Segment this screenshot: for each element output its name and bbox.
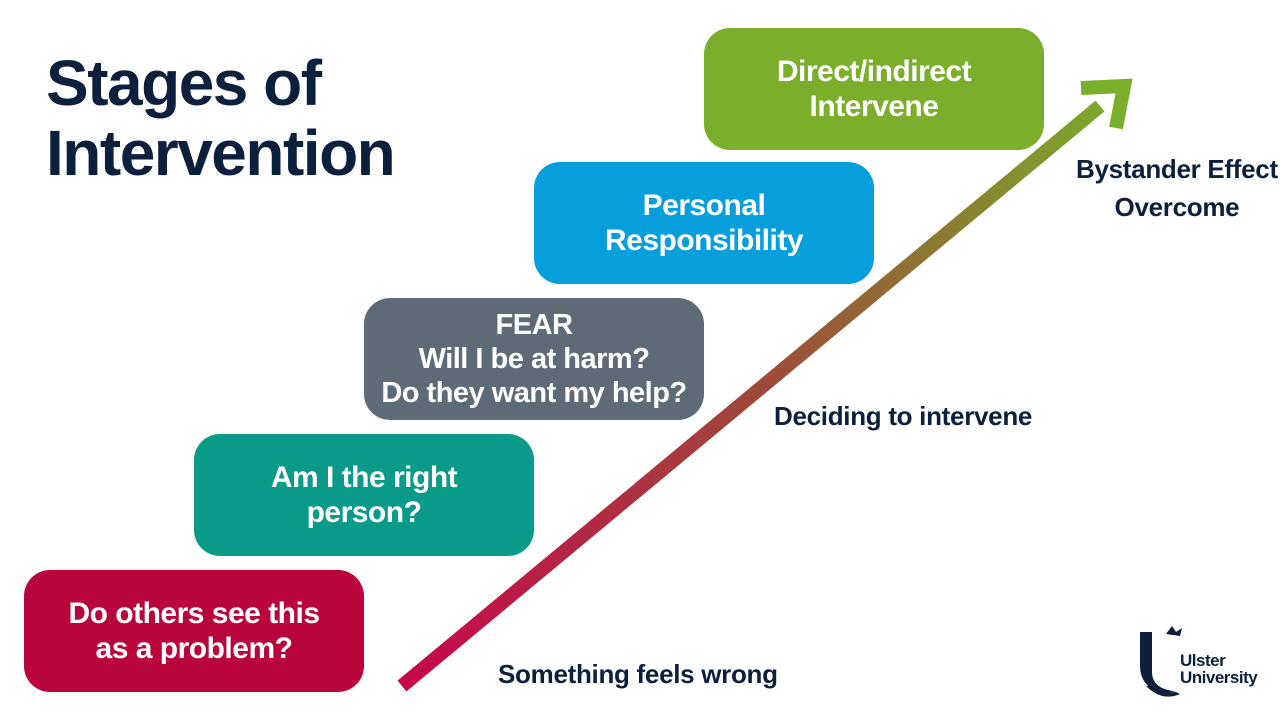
label-top-line-2: Overcome bbox=[1114, 192, 1240, 222]
stage-1-line-1: Do others see this bbox=[68, 597, 320, 630]
ulster-university-logo: Ulster University bbox=[1136, 626, 1266, 700]
stage-box-others-see-problem: Do others see this as a problem? bbox=[24, 570, 364, 692]
stage-3-line-1: FEAR bbox=[495, 309, 573, 341]
stage-4-line-2: Responsibility bbox=[604, 224, 804, 257]
label-something-feels-wrong: Something feels wrong bbox=[498, 659, 778, 689]
logo-line-2: University bbox=[1180, 668, 1258, 687]
stage-4-line-1: Personal bbox=[642, 189, 766, 222]
arrow-head bbox=[1080, 78, 1133, 130]
stage-5-line-1: Direct/indirect bbox=[776, 55, 972, 88]
label-deciding-to-intervene: Deciding to intervene bbox=[774, 401, 1033, 431]
ulster-u-icon bbox=[1140, 626, 1182, 697]
label-bystander-effect-overcome: Bystander Effect Overcome bbox=[1076, 150, 1278, 226]
stage-2-line-1: Am I the right bbox=[270, 461, 458, 494]
stage-3-line-2: Will I be at harm? bbox=[418, 343, 650, 375]
logo-text: Ulster University bbox=[1180, 651, 1258, 687]
stage-box-intervene: Direct/indirect Intervene bbox=[704, 28, 1044, 150]
stage-box-right-person: Am I the right person? bbox=[194, 434, 534, 556]
label-top-line-1: Bystander Effect bbox=[1076, 154, 1278, 184]
stage-2-line-2: person? bbox=[306, 496, 422, 529]
arrow-shaft bbox=[397, 100, 1105, 692]
stage-1-line-2: as a problem? bbox=[95, 632, 293, 665]
stage-3-line-3: Do they want my help? bbox=[381, 377, 687, 409]
stage-5-line-2: Intervene bbox=[809, 90, 939, 123]
logo-line-1: Ulster bbox=[1180, 651, 1226, 670]
stage-box-fear: FEAR Will I be at harm? Do they want my … bbox=[364, 298, 704, 420]
stage-box-personal-responsibility: Personal Responsibility bbox=[534, 162, 874, 284]
title-line-1: Stages of bbox=[46, 47, 322, 119]
page-title: Stages of Intervention bbox=[46, 47, 396, 189]
title-line-2: Intervention bbox=[46, 117, 396, 189]
